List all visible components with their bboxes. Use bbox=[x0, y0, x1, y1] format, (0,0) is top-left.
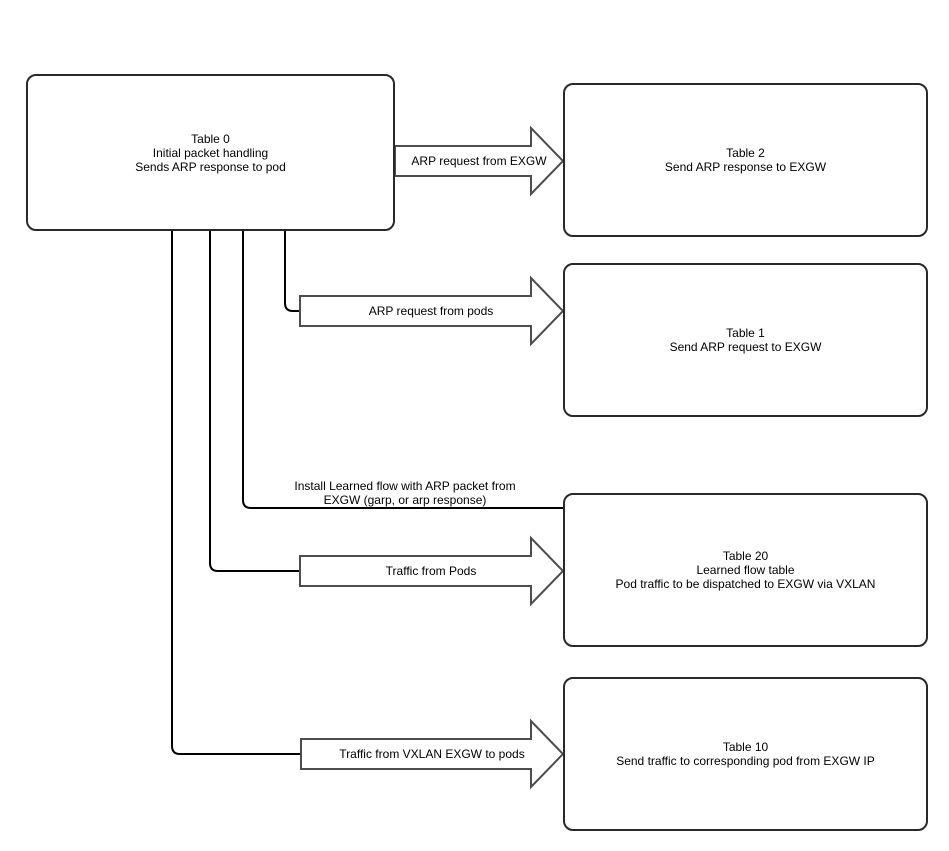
arrow-label-traffic-from-pods: Traffic from Pods bbox=[385, 564, 477, 578]
node-title: Table 0 bbox=[191, 131, 230, 146]
node-table-10: Table 10 Send traffic to corresponding p… bbox=[563, 677, 928, 831]
node-title: Table 10 bbox=[722, 740, 769, 754]
node-description-line: Initial packet handling bbox=[152, 145, 269, 160]
edge-label-line: EXGW (garp, or arp response) bbox=[323, 493, 487, 507]
edge-label-install-learned-flow: Install Learned flow with ARP packet fro… bbox=[294, 479, 515, 507]
node-description-line: Send ARP request to EXGW bbox=[669, 340, 822, 354]
node-title: Table 2 bbox=[726, 146, 765, 160]
node-title: Table 20 bbox=[722, 549, 769, 563]
node-table-1: Table 1 Send ARP request to EXGW bbox=[563, 263, 928, 417]
connector-install-learned-flow bbox=[242, 231, 564, 509]
block-arrow-arp-request-from-exgw bbox=[394, 125, 565, 197]
arrow-label-traffic-from-vxlan-exgw: Traffic from VXLAN EXGW to pods bbox=[339, 747, 525, 761]
connector-to-arp-request-from-pods-arrow bbox=[284, 231, 300, 312]
arrow-label-arp-request-from-pods: ARP request from pods bbox=[368, 304, 494, 318]
connector-to-traffic-from-vxlan-arrow bbox=[171, 231, 301, 755]
block-arrow-traffic-from-pods bbox=[299, 535, 565, 607]
connector-to-traffic-from-pods-arrow bbox=[209, 231, 300, 572]
arrow-label-arp-request-from-exgw: ARP request from EXGW bbox=[411, 154, 547, 168]
node-description-line: Send ARP response to EXGW bbox=[664, 160, 827, 174]
node-title: Table 1 bbox=[726, 326, 765, 340]
node-description-line: Send traffic to corresponding pod from E… bbox=[616, 754, 875, 768]
node-table-2: Table 2 Send ARP response to EXGW bbox=[563, 83, 928, 237]
block-arrow-arp-request-from-pods bbox=[299, 275, 565, 347]
node-description-line: Learned flow table bbox=[696, 563, 795, 577]
edge-label-line: Install Learned flow with ARP packet fro… bbox=[294, 479, 516, 493]
node-description-line: Sends ARP response to pod bbox=[135, 159, 286, 174]
node-table-0: Table 0 Initial packet handling Sends AR… bbox=[26, 74, 395, 231]
node-description-line: Pod traffic to be dispatched to EXGW via… bbox=[615, 577, 876, 591]
node-table-20: Table 20 Learned flow table Pod traffic … bbox=[563, 493, 928, 647]
block-arrow-traffic-from-vxlan-exgw bbox=[300, 718, 565, 790]
